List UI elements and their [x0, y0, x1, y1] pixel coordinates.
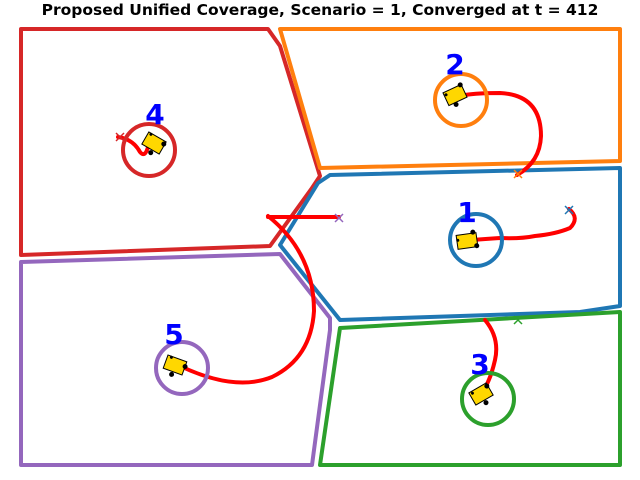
sensing-circle-robot-3 — [460, 371, 516, 427]
robots — [141, 82, 494, 406]
region-3-boundary — [318, 310, 622, 467]
robot-label-2: 2 — [445, 48, 464, 81]
sensing-circles — [121, 72, 516, 427]
robot-icon — [442, 82, 468, 107]
start-markers — [115, 132, 574, 325]
robot-label-4: 4 — [145, 98, 164, 131]
robot-labels: 1 2 3 4 5 — [145, 48, 489, 381]
robot-icon — [162, 354, 188, 377]
robot-icon — [141, 131, 167, 156]
robot-label-5: 5 — [164, 318, 183, 351]
trajectory-robot-2 — [463, 90, 544, 177]
sensing-circle-robot-1 — [448, 212, 504, 268]
robot-label-3: 3 — [470, 348, 489, 381]
figure-title: Proposed Unified Coverage, Scenario = 1,… — [41, 1, 599, 19]
region-2-boundary — [278, 27, 622, 170]
region-1-boundary — [278, 166, 622, 322]
robot-icon — [455, 229, 480, 250]
start-cross-icon — [115, 132, 125, 142]
trajectory-robot-1 — [470, 207, 577, 242]
start-cross-icon — [513, 315, 523, 325]
region-4-boundary — [19, 27, 322, 257]
sensing-circle-robot-2 — [433, 72, 489, 128]
start-cross-icon — [334, 213, 344, 223]
sensing-circle-robot-5 — [154, 340, 210, 396]
trajectories — [116, 90, 577, 394]
robot-icon — [468, 382, 494, 406]
trajectory-robot-5a — [178, 214, 317, 385]
start-cross-icon — [564, 205, 574, 215]
start-cross-icon — [513, 169, 523, 179]
region-partitions — [19, 27, 622, 467]
region-5-boundary — [19, 252, 332, 467]
robot-label-1: 1 — [457, 196, 476, 229]
sensing-circle-robot-4 — [121, 122, 177, 178]
